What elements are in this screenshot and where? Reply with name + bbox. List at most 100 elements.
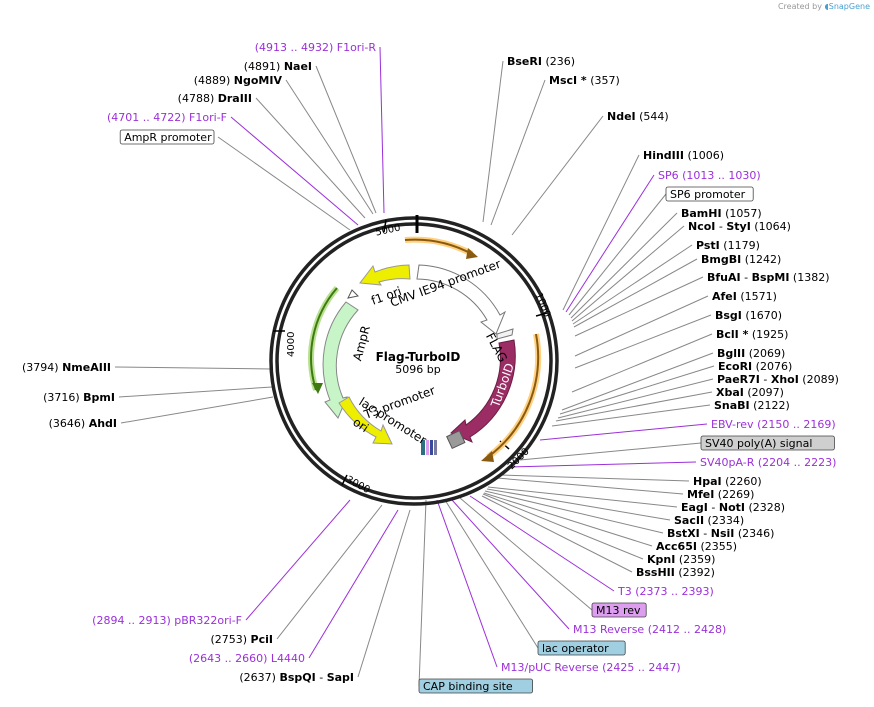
pbr322-primer-label: (2894 .. 2913) pBR322ori-F: [92, 614, 242, 627]
paer7i-leader: [557, 378, 714, 419]
bfuai-site-label: BfuAI - BspMI (1382): [707, 271, 830, 284]
ecori-site-label: EcoRI (2076): [718, 360, 792, 373]
bsshii-site-label: BssHII (2392): [636, 566, 715, 579]
bcli-site-label: BclI * (1925): [716, 328, 788, 341]
hindiii-leader: [562, 154, 640, 311]
m13-rev-box: [426, 440, 429, 455]
bglii-site-label: BglII (2069): [717, 347, 785, 360]
kpni-leader: [482, 493, 644, 560]
acc65i-site-label: Acc65I (2355): [656, 540, 737, 553]
ampr-orf-head: [312, 383, 323, 394]
orf-arrow-top: [404, 238, 473, 255]
tick-5000-mark: [383, 219, 387, 233]
ndei-site-label: NdeI (544): [607, 110, 669, 123]
nmeaiii-site-label: (3794) NmeAIII: [22, 361, 111, 374]
ncoi-site-label: NcoI - StyI (1064): [688, 220, 791, 233]
orf-arrow-top-head: [466, 248, 478, 259]
msci-site-label: MscI * (357): [549, 74, 620, 87]
ebvrev-leader: [539, 423, 708, 441]
snapgene-logo-icon: ◖: [824, 2, 829, 11]
msci-leader: [490, 79, 546, 226]
bspqi-site-label: (2637) BspQI - SapI: [239, 671, 354, 684]
t3-promoter-box: [434, 440, 437, 455]
bstxi-site-label: BstXI - NsiI (2346): [667, 527, 774, 540]
bcli-leader: [571, 333, 713, 393]
tick-1000-mark: [535, 312, 548, 317]
m13puc-leader: [436, 499, 498, 668]
lacop-feature-label: lac operator: [537, 640, 626, 656]
ndei-leader: [511, 115, 604, 236]
paer7i-site-label: PaeR7I - XhoI (2089): [717, 373, 839, 386]
cap-feature-label: CAP binding site: [418, 678, 533, 694]
ampr-orf-arrow: [310, 287, 338, 391]
m13puc-primer-label: M13/pUC Reverse (2425 .. 2447): [501, 661, 681, 674]
acc65i-leader: [483, 492, 653, 547]
orf-arrow-right-head: [481, 451, 494, 462]
f1ori_r-primer-label: (4913 .. 4932) F1ori-R: [255, 41, 377, 54]
nmeaiii-leader: [114, 366, 273, 370]
ngomiv-site-label: (4889) NgoMIV: [194, 74, 283, 87]
afei-site-label: AfeI (1571): [712, 290, 777, 303]
m13rev-leader: [459, 497, 593, 611]
m13rev-feature-label: M13 rev: [591, 602, 647, 618]
ahdi-leader: [120, 396, 274, 424]
pcii-leader: [276, 504, 383, 640]
bseri-leader: [482, 60, 504, 223]
svg-text:AmpR promoter: AmpR promoter: [124, 131, 212, 144]
backbone-inner-strand: [275, 222, 553, 500]
credit-brand: SnapGene: [828, 2, 870, 11]
mfei-site-label: MfeI (2269): [687, 488, 754, 501]
lac-operator-box: [430, 440, 433, 455]
afei-leader: [574, 295, 709, 357]
f1ori_f-leader: [230, 116, 359, 226]
t3-primer-label: T3 (2373 .. 2393): [617, 585, 714, 598]
bspqi-leader: [357, 509, 411, 678]
l4440-primer-label: (2643 .. 2660) L4440: [189, 652, 305, 665]
ngomiv-leader: [285, 79, 374, 215]
sv40polya-leader: [519, 442, 702, 461]
bpmi-site-label: (3716) BpmI: [43, 391, 115, 404]
hindiii-site-label: HindIII (1006): [643, 149, 724, 162]
xbai-site-label: XbaI (2097): [716, 386, 784, 399]
svg-text:lac operator: lac operator: [542, 642, 609, 655]
ampr-promoter-marker: [347, 289, 360, 299]
pbr322-leader: [245, 499, 351, 621]
sp6prom-feature-label: SP6 promoter: [665, 186, 754, 202]
draiii-site-label: (4788) DraIII: [178, 92, 252, 105]
kpni-site-label: KpnI (2359): [647, 553, 715, 566]
plasmid-size: 5096 bp: [395, 363, 440, 376]
sp6-leader: [565, 174, 655, 313]
cap-leader: [418, 499, 427, 687]
hpai-leader: [499, 474, 690, 482]
bpmi-leader: [118, 386, 273, 398]
bseri-site-label: BseRI (236): [507, 55, 575, 68]
ampr_prom-feature-label: AmpR promoter: [119, 129, 215, 145]
m13reverse-primer-label: M13 Reverse (2412 .. 2428): [573, 623, 726, 636]
ori-arrow: [338, 396, 393, 445]
turboid-label: TurboID: [488, 361, 517, 410]
flag-feature-box: [496, 328, 514, 340]
eagi-leader: [487, 486, 678, 508]
sv40par-primer-label: SV40pA-R (2204 .. 2223): [700, 456, 836, 469]
f1ori_r-leader: [379, 46, 385, 214]
tick-4000: 4000: [286, 332, 297, 357]
snabi-site-label: SnaBI (2122): [714, 399, 790, 412]
sacii-leader: [486, 488, 671, 521]
f1-ori-arrow: [359, 264, 411, 286]
eagi-site-label: EagI - NotI (2328): [681, 501, 785, 514]
naei-site-label: (4891) NaeI: [244, 60, 312, 73]
svg-text:CAP binding site: CAP binding site: [423, 680, 513, 693]
snabi-leader: [551, 404, 711, 427]
bsgi-site-label: BsgI (1670): [715, 309, 782, 322]
svg-text:SP6 promoter: SP6 promoter: [670, 188, 746, 201]
cmv-promoter-arrow: [416, 264, 507, 335]
bstxi-leader: [484, 490, 664, 534]
ebvrev-primer-label: EBV-rev (2150 .. 2169): [711, 418, 836, 431]
t3-leader: [469, 495, 615, 592]
site-labels: (4913 .. 4932) F1ori-R (4891) NaeI(4889) …: [22, 41, 839, 694]
plasmid-name: Flag-TurboID: [376, 350, 461, 364]
label-leader-lines: [114, 46, 715, 687]
bmgbi-site-label: BmgBI (1242): [701, 253, 781, 266]
m13reverse-leader: [451, 499, 570, 630]
